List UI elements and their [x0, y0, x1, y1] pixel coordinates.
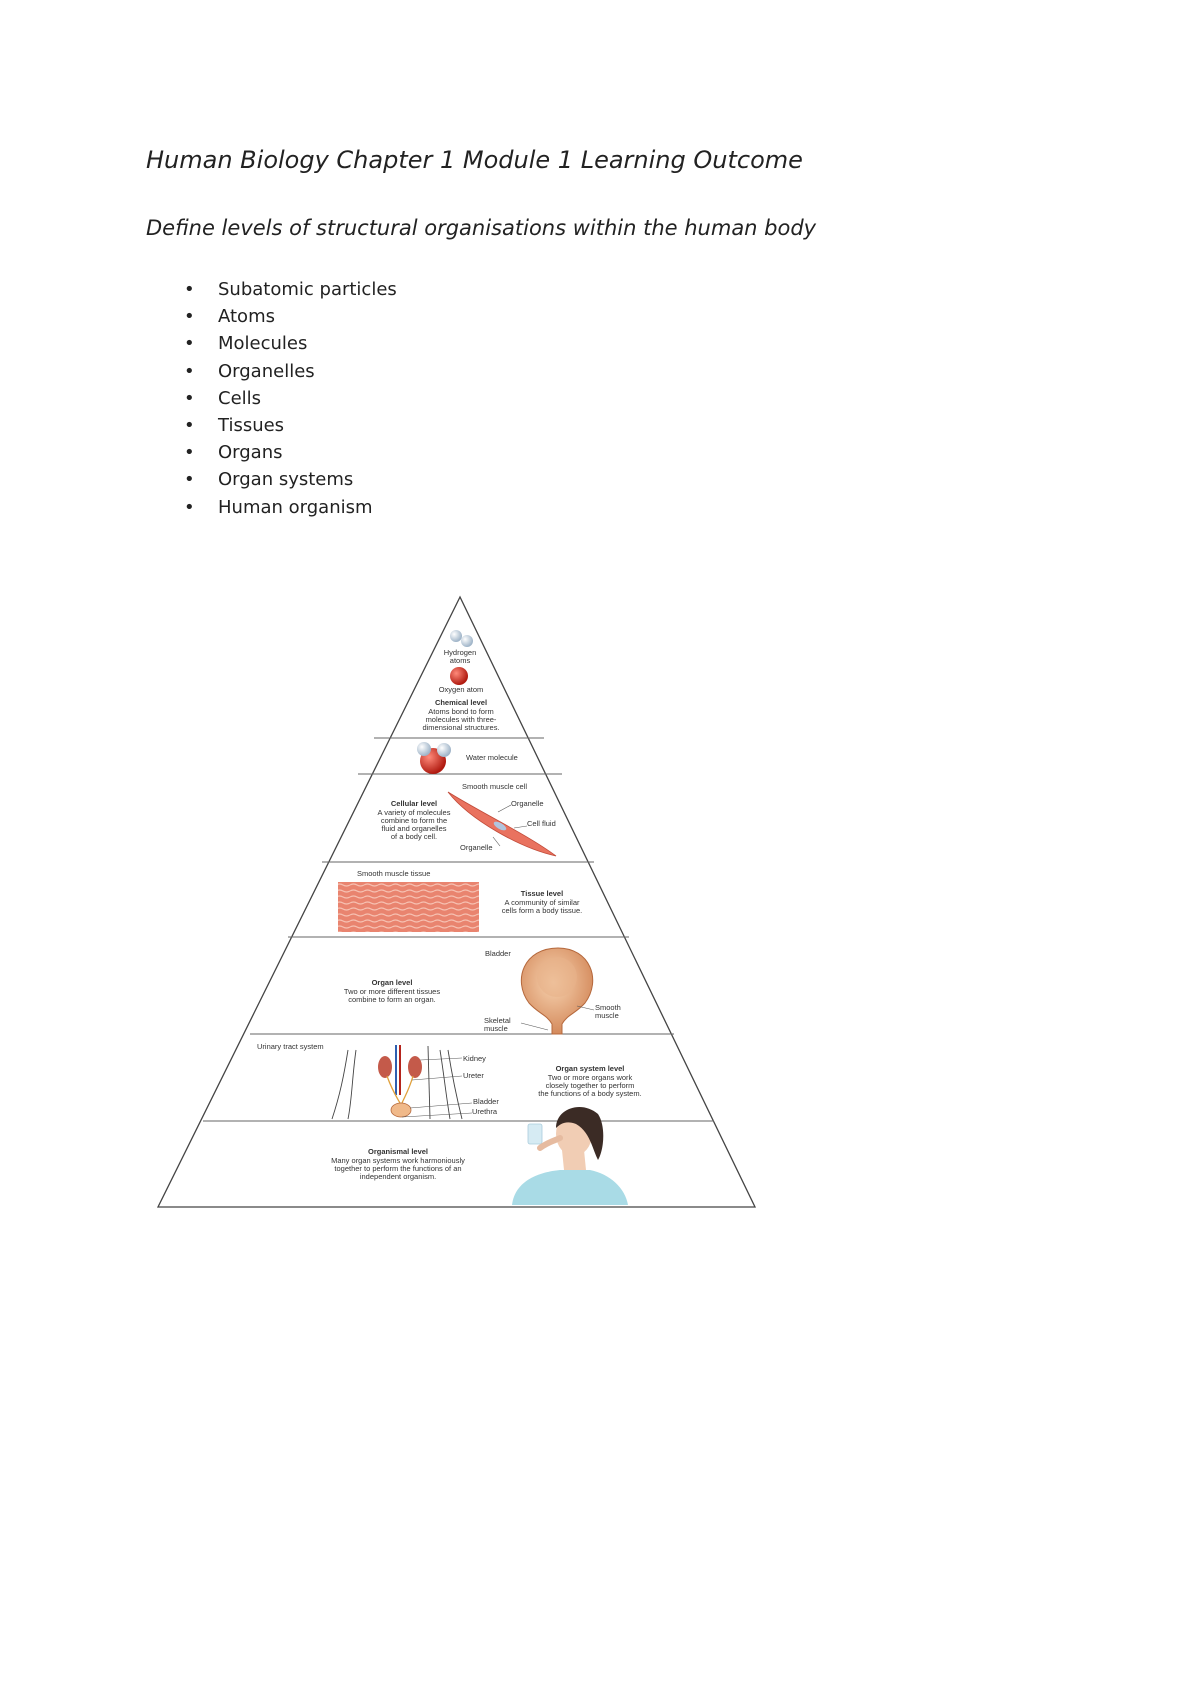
- organelle-label: Organelle: [460, 843, 493, 852]
- level-title: Organ level: [372, 978, 413, 987]
- hydrogen-atom-icon: [461, 635, 473, 647]
- level-description: the functions of a body system.: [538, 1089, 641, 1098]
- hydrogen-label: atoms: [450, 656, 471, 665]
- list-item: Atoms: [176, 303, 397, 330]
- bladder-label: Bladder: [485, 949, 511, 958]
- level-title: Organismal level: [368, 1147, 428, 1156]
- cellular-level: Smooth muscle cell Organelle Cell fluid …: [378, 782, 557, 857]
- oxygen-atom-icon: [450, 667, 468, 685]
- list-item: Organs: [176, 439, 397, 466]
- level-description: A community of similar: [504, 898, 580, 907]
- level-description: Atoms bond to form: [428, 707, 493, 716]
- kidney-label: Kidney: [463, 1054, 486, 1063]
- hydrogen-label: Hydrogen: [444, 648, 477, 657]
- smooth-muscle-label: muscle: [595, 1011, 619, 1020]
- level-description: A variety of molecules: [378, 808, 451, 817]
- molecule-level: Water molecule: [417, 742, 518, 774]
- muscle-tissue-icon: [338, 882, 479, 932]
- tissue-level: Smooth muscle tissue Tissue level A comm…: [338, 869, 582, 932]
- urinary-system-icon: [331, 1045, 463, 1120]
- cell-fluid-label: Cell fluid: [527, 819, 556, 828]
- bladder-icon: [520, 947, 594, 1035]
- organ-level: Bladder Organ level Two or more differen…: [344, 947, 621, 1035]
- level-description: cells form a body tissue.: [502, 906, 582, 915]
- chemical-level: Hydrogen atoms Oxygen atom Chemical leve…: [422, 630, 500, 732]
- document-subtitle: Define levels of structural organisation…: [146, 216, 817, 240]
- smooth-muscle-tissue-label: Smooth muscle tissue: [357, 869, 430, 878]
- level-description: combine to form an organ.: [348, 995, 436, 1004]
- organelle-label: Organelle: [511, 799, 544, 808]
- list-item: Human organism: [176, 494, 397, 521]
- level-description: fluid and organelles: [381, 824, 446, 833]
- level-description: closely together to perform: [546, 1081, 635, 1090]
- urethra-label: Urethra: [472, 1107, 498, 1116]
- list-item: Organelles: [176, 358, 397, 385]
- skeletal-muscle-label: muscle: [484, 1024, 508, 1033]
- level-description: dimensional structures.: [422, 723, 499, 732]
- level-title: Chemical level: [435, 698, 487, 707]
- level-title: Organ system level: [556, 1064, 625, 1073]
- skeletal-muscle-label: Skeletal: [484, 1016, 511, 1025]
- level-title: Cellular level: [391, 799, 437, 808]
- level-description: together to perform the functions of an: [334, 1164, 461, 1173]
- level-description: combine to form the: [381, 816, 447, 825]
- level-description: Many organ systems work harmoniously: [331, 1156, 465, 1165]
- list-item: Subatomic particles: [176, 276, 397, 303]
- ureter-label: Ureter: [463, 1071, 484, 1080]
- water-molecule-label: Water molecule: [466, 753, 518, 762]
- level-title: Tissue level: [521, 889, 563, 898]
- bladder-label: Bladder: [473, 1097, 499, 1106]
- organ-system-level: Urinary tract system Kidney Ureter: [257, 1042, 642, 1120]
- list-item: Cells: [176, 385, 397, 412]
- list-item: Molecules: [176, 330, 397, 357]
- level-description: molecules with three-: [426, 715, 497, 724]
- smooth-muscle-cell-icon: [447, 791, 557, 857]
- document-title: Human Biology Chapter 1 Module 1 Learnin…: [146, 146, 803, 174]
- level-description: of a body cell.: [391, 832, 437, 841]
- hydrogen-atom-icon: [450, 630, 462, 642]
- level-description: Two or more organs work: [548, 1073, 633, 1082]
- smooth-muscle-cell-label: Smooth muscle cell: [462, 782, 527, 791]
- oxygen-label: Oxygen atom: [439, 685, 484, 694]
- water-molecule-icon: [417, 742, 451, 774]
- kidney-icon: [378, 1045, 422, 1118]
- organismal-level: Organismal level Many organ systems work…: [331, 1106, 628, 1205]
- list-item: Tissues: [176, 412, 397, 439]
- smooth-muscle-label: Smooth: [595, 1003, 621, 1012]
- urinary-system-label: Urinary tract system: [257, 1042, 324, 1051]
- list-item: Organ systems: [176, 466, 397, 493]
- level-description: independent organism.: [360, 1172, 436, 1181]
- level-description: Two or more different tissues: [344, 987, 440, 996]
- levels-list: Subatomic particles Atoms Molecules Orga…: [176, 276, 397, 521]
- bladder-icon: [390, 1102, 412, 1118]
- woman-drinking-icon: [512, 1106, 628, 1205]
